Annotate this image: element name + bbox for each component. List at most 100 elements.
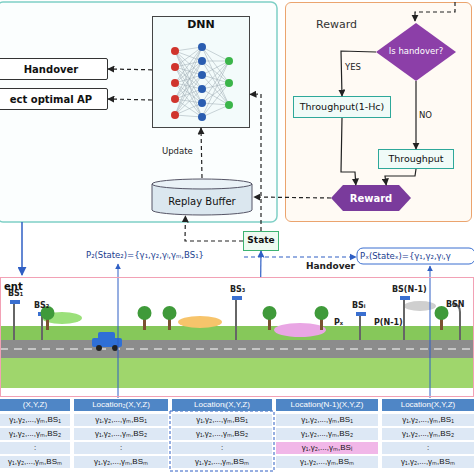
table-header: Location(N-1)(X,Y,Z)	[276, 399, 378, 411]
table-cell: :	[172, 442, 272, 454]
table-cell: γ₁,γ₂,...,γₘ,BS₂	[382, 428, 474, 440]
network-link	[202, 105, 229, 117]
network-link	[175, 67, 202, 103]
signal-beam	[274, 323, 326, 337]
connector-arrow	[185, 216, 243, 241]
leader-line	[118, 264, 119, 398]
table-cell: γ₁,γ₂,...,γₘ,BS₂	[276, 428, 378, 440]
cylinder-top	[152, 179, 252, 189]
base-station-pole	[403, 298, 405, 340]
network-link	[202, 61, 229, 117]
node-label: Is handover?	[389, 47, 443, 56]
neuron	[225, 101, 233, 109]
road	[0, 340, 474, 358]
neuron	[198, 71, 206, 79]
network-link	[202, 103, 229, 105]
neuron	[198, 99, 206, 107]
node-label: State	[247, 236, 274, 246]
dashed-bracket	[170, 411, 274, 471]
table-cell: :	[0, 442, 70, 454]
network-link	[202, 83, 229, 117]
table-cell: γ₁,γ₂,...,γₘ,BSₘ	[382, 456, 474, 468]
shape-outline	[153, 17, 251, 129]
table-cell: γ₁,γ₂,...,γₘ,BSₘ	[74, 456, 168, 468]
process-box: Throughput	[378, 149, 454, 169]
network-link	[175, 47, 202, 83]
table-cell: γ₁,γ₂,...,γₘ,BS₁	[74, 414, 168, 426]
edge-label: YES	[345, 62, 361, 72]
car-wheel	[112, 345, 118, 351]
grass	[0, 358, 474, 388]
network-link	[175, 103, 202, 115]
process-box: Throughput(1-Hc)	[293, 96, 391, 118]
base-station-pole	[235, 298, 237, 340]
neuron	[171, 63, 179, 71]
process-box: ect optimal AP	[0, 88, 108, 110]
table-cell: γ₁,γ₂,...,γₘ,BSₘ	[0, 456, 70, 468]
hexagon-shape	[331, 185, 411, 211]
connector-arrow	[250, 94, 261, 231]
network-link	[202, 47, 229, 61]
neuron	[225, 79, 233, 87]
node-label: ect optimal AP	[10, 94, 92, 105]
state-annotation: P₂(State₂)={γ₁,γ₂,γₗ,γₘ,BS₁}	[86, 250, 242, 260]
connector-arrow	[108, 68, 152, 70]
bs-label: BS₃	[230, 285, 260, 294]
edge-label: Update	[162, 146, 193, 156]
connector-arrow	[260, 251, 261, 277]
car-wheel	[96, 345, 102, 351]
dnn-box: DNN	[152, 16, 250, 128]
table-cell: :	[382, 442, 474, 454]
connector-arrow	[385, 169, 416, 185]
state-box: State	[243, 231, 279, 251]
table-cell: γ₁,γ₂,...,γₘ,BS₁	[382, 414, 474, 426]
network-link	[175, 89, 202, 99]
network-link	[175, 61, 202, 99]
neuron	[198, 43, 206, 51]
tree-crown	[163, 306, 177, 320]
network-link	[175, 75, 202, 83]
base-station-pole	[359, 314, 361, 340]
tree-crown	[263, 306, 277, 320]
street-lamp	[459, 312, 461, 340]
network-link	[175, 51, 202, 117]
network-link	[202, 47, 229, 105]
road-marking	[0, 348, 474, 349]
process-box: Handover	[0, 58, 108, 80]
neuron	[171, 79, 179, 87]
node-label: Replay Buffer	[168, 196, 235, 207]
network-link	[202, 61, 229, 62]
network-link	[202, 61, 229, 75]
neuron	[225, 57, 233, 65]
network-link	[202, 61, 229, 89]
node-label: DNN	[187, 19, 215, 31]
diamond-shape	[376, 23, 456, 81]
flow-line	[415, 2, 455, 21]
table-cell: γ₁,γ₂,...,γₘ,BS₁	[0, 414, 70, 426]
position-label: Pₓ	[334, 318, 354, 327]
neuron	[171, 111, 179, 119]
neuron	[198, 57, 206, 65]
network-link	[175, 47, 202, 99]
environment-panel: ent	[0, 277, 474, 397]
agent-panel	[0, 2, 277, 222]
network-link	[175, 99, 202, 103]
table-cell: γ₁,γ₂,...,γₘ,BSₘ	[172, 456, 272, 468]
node-label: ent	[4, 281, 23, 292]
table-header: Locationᵢ(X,Y,Z)	[172, 399, 272, 411]
base-station-head	[232, 296, 242, 300]
network-link	[175, 67, 202, 117]
neuron	[198, 113, 206, 121]
table-cell: γ₁,γ₂,...,γₘ,BSₘ	[276, 456, 378, 468]
network-link	[175, 47, 202, 115]
connector-arrow	[201, 128, 202, 178]
table-header: Location₂(X,Y,Z)	[74, 399, 168, 411]
bs-label: BS(N-1)	[392, 285, 436, 294]
action-arrow	[21, 222, 23, 275]
bs-label: BSN	[446, 300, 472, 309]
edge-label: NO	[419, 110, 432, 120]
reward-panel: RewardIs handover?Throughput(1-Hc)Throug…	[285, 2, 472, 222]
table-header: (X,Y,Z)	[0, 399, 70, 411]
base-station-head	[10, 300, 20, 304]
